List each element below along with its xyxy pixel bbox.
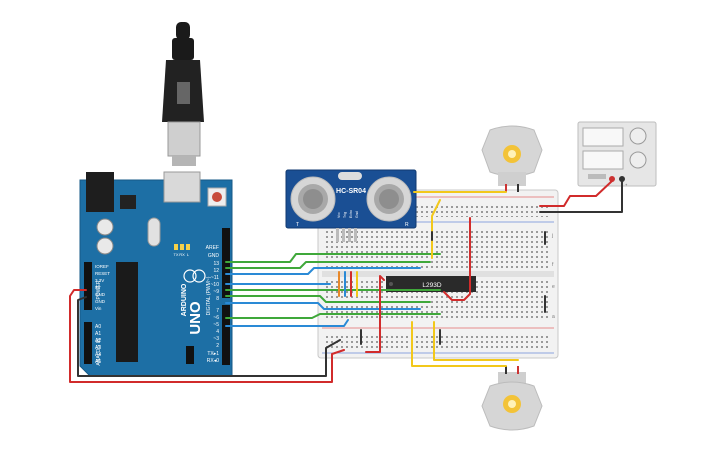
- l293d-chip[interactable]: L293D: [386, 276, 476, 292]
- rail-letter-a: a: [552, 314, 555, 320]
- pin-label: 13: [213, 261, 219, 267]
- pin-label: 5V: [95, 285, 101, 290]
- power-supply[interactable]: - +: [577, 121, 657, 187]
- pin-label: 8: [216, 296, 219, 302]
- pin-label: 2: [216, 343, 219, 349]
- pin-label: ~9: [213, 289, 219, 295]
- pin-label: ~3: [213, 336, 219, 342]
- wire-yellow-motor-bottom-2[interactable]: [433, 321, 519, 361]
- pin-label: A5: [95, 359, 101, 365]
- bottom-pin-labels: 7 ~6 ~5 4 ~3 2 TX▸1 RX◂0: [207, 308, 219, 364]
- pin-label: A0: [95, 324, 101, 330]
- dc-motor-bottom[interactable]: [481, 366, 543, 431]
- reset-button[interactable]: [212, 192, 222, 202]
- wire-blue-pin4[interactable]: [225, 319, 349, 327]
- analog-header-label: ANALOG IN: [96, 338, 102, 366]
- terminal-pos: +: [625, 182, 628, 187]
- sensor-pin-gnd: Gnd: [355, 211, 359, 218]
- power-header-label: POWER: [96, 280, 102, 299]
- rail-letter-j: j: [551, 233, 553, 239]
- digital-header-label: DIGITAL (PWM~): [206, 276, 212, 315]
- sensor-pin-labels: Vcc Trig Echo Gnd: [337, 210, 359, 218]
- rail-letter-f: f: [552, 262, 554, 268]
- pin-label: 12: [213, 268, 219, 274]
- breadboard-holes: [325, 203, 551, 348]
- pin-label: GND: [95, 292, 106, 297]
- wire-green-pin7[interactable]: [225, 295, 431, 303]
- led-label-l: L: [187, 252, 190, 257]
- pin-label: ~10: [211, 282, 220, 288]
- wire-red-ic[interactable]: [365, 275, 385, 353]
- wire-black-supply[interactable]: [539, 180, 623, 213]
- pin-label: AREF: [206, 245, 219, 251]
- sensor-pin-vcc: Vcc: [337, 212, 341, 218]
- pin-label: ~6: [213, 315, 219, 321]
- pin-label: Vin: [95, 306, 102, 311]
- pin-label: 4: [216, 329, 219, 335]
- rail-letter-e: e: [552, 284, 555, 290]
- pin-label: GND: [95, 299, 106, 304]
- arduino-model: UNO: [187, 301, 204, 335]
- pin-label: A4: [95, 352, 101, 358]
- hc-sr04-sensor[interactable]: HC-SR04 T R Vcc Trig Echo Gnd: [285, 169, 417, 242]
- usb-cable[interactable]: [162, 22, 204, 166]
- power-pin-labels: IOREF RESET 3.3V 5V GND GND Vin: [95, 264, 110, 311]
- arduino-uno-board[interactable]: ARDUINO UNO DIGITAL (PWM~) ANALOG IN POW…: [79, 171, 233, 377]
- analog-pin-labels: A0 A1 A2 A3 A4 A5: [95, 324, 101, 365]
- sensor-name: HC-SR04: [336, 188, 366, 195]
- pin-label: A3: [95, 345, 101, 351]
- pin-label: A2: [95, 338, 101, 344]
- wire-black-gnd[interactable]: [77, 296, 341, 377]
- wire-blue-pin6[interactable]: [225, 302, 421, 310]
- ic-label: L293D: [422, 282, 441, 289]
- dc-motor-top[interactable]: [481, 125, 543, 192]
- pin-label: RX◂0: [207, 358, 219, 364]
- wire-green-pin11[interactable]: [225, 261, 431, 269]
- breadboard[interactable]: j f e a: [317, 189, 559, 359]
- sensor-pin-echo: Echo: [349, 210, 353, 218]
- wire-blue-pin10[interactable]: [225, 267, 421, 275]
- pin-label: A1: [95, 331, 101, 337]
- wire-red-supply[interactable]: [539, 180, 613, 207]
- wire-yellow-motor-top-2[interactable]: [431, 199, 441, 259]
- led-label-tx: TX: [173, 252, 178, 257]
- wire-red-5v[interactable]: [69, 289, 345, 383]
- pin-label: GND: [208, 253, 220, 259]
- wires: [69, 180, 623, 383]
- wire-red-vs[interactable]: [443, 217, 471, 301]
- pin-label: ~5: [213, 322, 219, 328]
- led-label-rx: RX: [179, 252, 185, 257]
- pin-label: TX▸1: [207, 351, 219, 357]
- wire-yellow-motor-bottom[interactable]: [411, 321, 507, 367]
- pin-label: ~11: [211, 275, 219, 281]
- wire-green-pin12[interactable]: [225, 253, 441, 263]
- pin-label: RESET: [95, 271, 110, 276]
- top-pin-labels: AREF GND 13 12 ~11 ~10 ~9 8: [206, 245, 220, 302]
- pin-label: IOREF: [95, 264, 109, 269]
- arduino-brand: ARDUINO: [181, 283, 188, 316]
- sensor-mark-t: T: [296, 222, 299, 228]
- sensor-pin-trig: Trig: [343, 212, 347, 218]
- sensor-mark-r: R: [405, 222, 409, 228]
- pin-label: 3.3V: [95, 278, 104, 283]
- pin-label: 7: [216, 308, 219, 314]
